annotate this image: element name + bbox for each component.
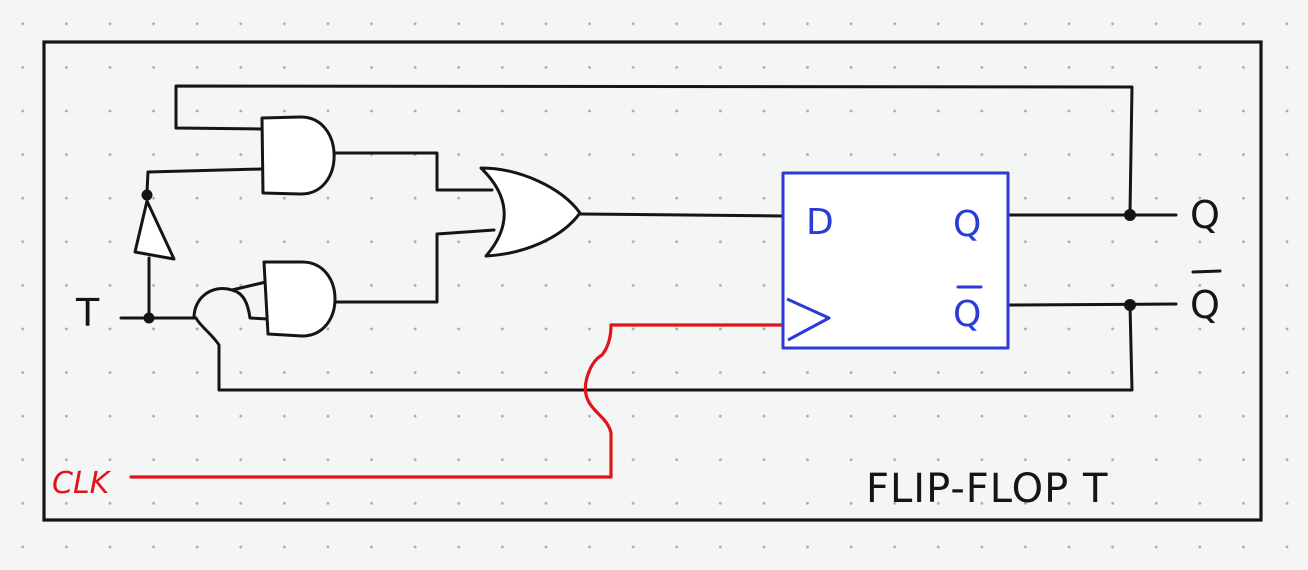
wire-qbar-to-and2 — [230, 280, 268, 292]
ff-q-label: Q — [953, 204, 981, 245]
junction-dot — [1124, 299, 1136, 311]
output-qbar-label: Q — [1190, 283, 1220, 327]
not-gate — [133, 199, 176, 261]
or-gate — [479, 166, 582, 258]
diagram-frame — [42, 40, 1263, 522]
junction-dot — [1124, 209, 1136, 221]
junction-dot — [143, 312, 155, 324]
wire-q-feedback — [174, 84, 1134, 215]
clock-wire — [129, 323, 783, 479]
clock-triangle — [786, 297, 831, 342]
wire-and2-to-or — [334, 228, 496, 304]
wire-not-to-and1 — [145, 167, 264, 194]
and-gate — [262, 260, 337, 338]
ff-d-label: D — [806, 202, 834, 243]
wire-clk — [129, 323, 783, 479]
wire-qbar-output — [1006, 302, 1178, 307]
wire-t-to-and2 — [192, 287, 270, 321]
ff-qbar-label: Q — [953, 294, 981, 335]
diagram-title: FLIP-FLOP T — [866, 466, 1108, 512]
d-flip-flop: D Q Q — [781, 171, 1010, 350]
output-q-label: Q — [1190, 193, 1220, 237]
flip-flop-box — [781, 171, 1010, 350]
wire-or-to-d — [578, 212, 785, 218]
wires — [119, 84, 1178, 392]
wire-and1-to-or — [334, 151, 494, 192]
wire-qbar-feedback-lower — [194, 303, 1134, 392]
input-t-label: T — [75, 291, 100, 335]
and-gate — [260, 115, 336, 196]
junctions — [141, 189, 1136, 324]
output-qbar-overline — [1191, 269, 1222, 274]
input-clk-label: CLK — [52, 466, 112, 501]
junction-dot — [141, 189, 153, 201]
